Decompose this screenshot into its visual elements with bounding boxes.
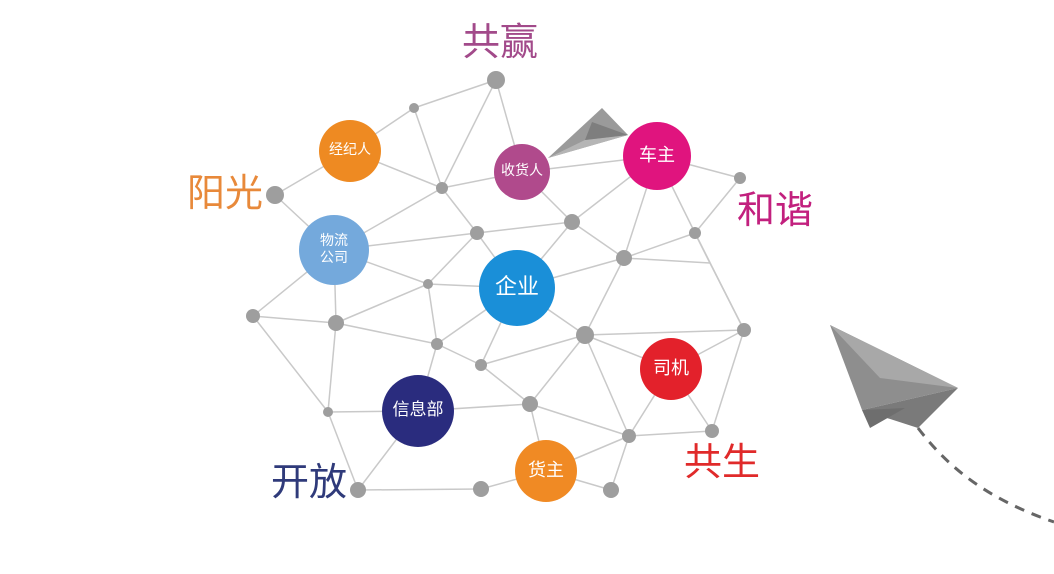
network-dot	[522, 396, 538, 412]
network-dot	[431, 338, 443, 350]
node-wuliu-label-1: 物流	[320, 232, 348, 249]
network-link	[357, 488, 482, 491]
node-jingjiren-label: 经纪人	[329, 142, 371, 159]
network-link	[476, 221, 573, 234]
network-dot	[603, 482, 619, 498]
network-dot	[470, 226, 484, 240]
node-wuliu: 物流 公司	[299, 215, 369, 285]
node-huozhu-label: 货主	[528, 459, 564, 481]
network-link	[335, 283, 429, 324]
network-dot	[266, 186, 284, 204]
network-dots	[246, 71, 751, 498]
network-dot	[705, 424, 719, 438]
node-chezhu: 车主	[623, 122, 691, 190]
keyword-yangguang: 阳光	[187, 171, 264, 215]
node-wuliu-label-2: 公司	[320, 250, 348, 266]
network-dot	[350, 482, 366, 498]
network-link	[480, 334, 586, 366]
network-dot	[616, 250, 632, 266]
network-link	[413, 79, 497, 109]
network-dot	[564, 214, 580, 230]
node-shouhuoren: 收货人	[494, 144, 550, 200]
network-link	[623, 232, 696, 259]
network-dot	[576, 326, 594, 344]
node-siji-label: 司机	[653, 357, 689, 379]
network-link	[335, 322, 438, 345]
network-dot	[423, 279, 433, 289]
network-dot	[622, 429, 636, 443]
network-link	[252, 315, 337, 324]
node-xinxibu: 信息部	[382, 375, 454, 447]
network-link	[694, 177, 741, 234]
keyword-kaifang: 开放	[271, 460, 348, 504]
network-link	[480, 364, 531, 405]
network-link	[529, 403, 630, 437]
network-link	[623, 257, 711, 264]
network-link	[628, 430, 713, 437]
network-link	[584, 329, 745, 336]
network-link	[584, 334, 630, 437]
network-dot	[323, 407, 333, 417]
node-chezhu-label: 车主	[639, 144, 675, 166]
network-link	[427, 283, 438, 345]
node-xinxibu-label: 信息部	[392, 400, 444, 421]
network-dot	[436, 182, 448, 194]
keyword-gongsheng: 共生	[684, 440, 761, 484]
network-dot	[328, 315, 344, 331]
node-jingjiren: 经纪人	[319, 120, 381, 182]
network-link	[441, 187, 478, 234]
network-link	[327, 411, 359, 491]
network-dot	[487, 71, 505, 89]
small-paper-plane-icon	[548, 108, 628, 158]
network-dot	[737, 323, 751, 337]
flight-path-dash	[916, 427, 1054, 524]
network-link	[529, 334, 586, 405]
network-dot	[409, 103, 419, 113]
network-link	[711, 329, 745, 432]
network-dot	[475, 359, 487, 371]
network-link	[252, 315, 329, 413]
keyword-gongying: 共赢	[462, 20, 539, 64]
network-dot	[734, 172, 746, 184]
network-link	[436, 343, 482, 366]
node-siji: 司机	[640, 338, 702, 400]
network-link	[584, 257, 625, 336]
node-qiye: 企业	[479, 250, 555, 326]
network-dot	[689, 227, 701, 239]
network-dot	[246, 309, 260, 323]
network-dot	[473, 481, 489, 497]
node-shouhuoren-label: 收货人	[501, 163, 543, 180]
network-link	[709, 262, 745, 331]
large-paper-plane-icon	[830, 325, 958, 428]
network-link	[427, 232, 478, 285]
network-link	[327, 322, 337, 413]
network-link	[441, 79, 497, 189]
keyword-hexie: 和谐	[737, 188, 814, 232]
node-huozhu: 货主	[515, 440, 577, 502]
node-qiye-label: 企业	[494, 275, 539, 301]
network-link	[571, 221, 625, 259]
network-link	[413, 107, 443, 189]
network-link	[610, 435, 630, 491]
